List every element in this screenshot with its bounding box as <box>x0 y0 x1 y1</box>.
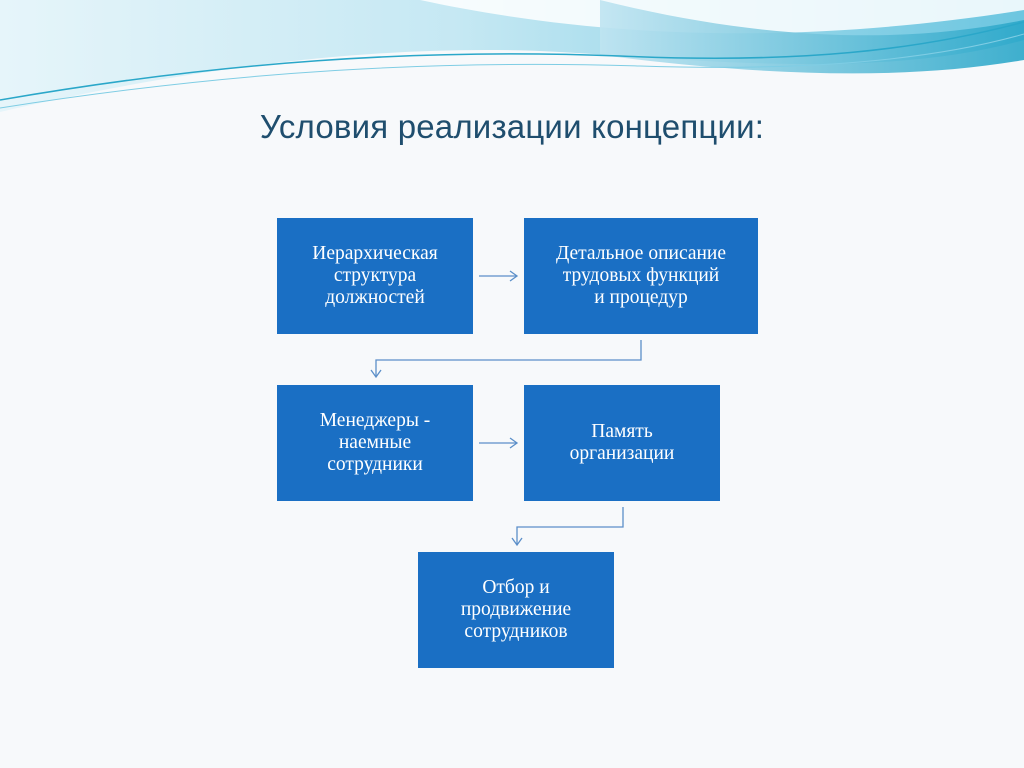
slide-title: Условия реализации концепции: <box>259 108 765 145</box>
connector-arrow-4 <box>516 507 624 545</box>
header-wave-decoration <box>0 0 1024 112</box>
box-label: Память организации <box>569 421 675 464</box>
arrowhead <box>509 437 519 449</box>
box-label: Детальное описание трудовых функций и пр… <box>555 243 727 308</box>
arrowhead <box>511 537 523 547</box>
box-organization-memory: Память организации <box>524 385 720 501</box>
connector-arrow-2 <box>375 340 642 377</box>
box-label: Отбор и продвижение сотрудников <box>460 577 572 642</box>
arrowhead <box>370 369 382 379</box>
box-managers: Менеджеры - наемные сотрудники <box>277 385 473 501</box>
box-selection-promotion: Отбор и продвижение сотрудников <box>418 552 614 668</box>
box-label: Менеджеры - наемные сотрудники <box>319 410 431 475</box>
arrowhead <box>509 270 519 282</box>
box-label: Иерархическая структура должностей <box>312 243 438 308</box>
box-hierarchical-structure: Иерархическая структура должностей <box>277 218 473 334</box>
box-detailed-description: Детальное описание трудовых функций и пр… <box>524 218 758 334</box>
